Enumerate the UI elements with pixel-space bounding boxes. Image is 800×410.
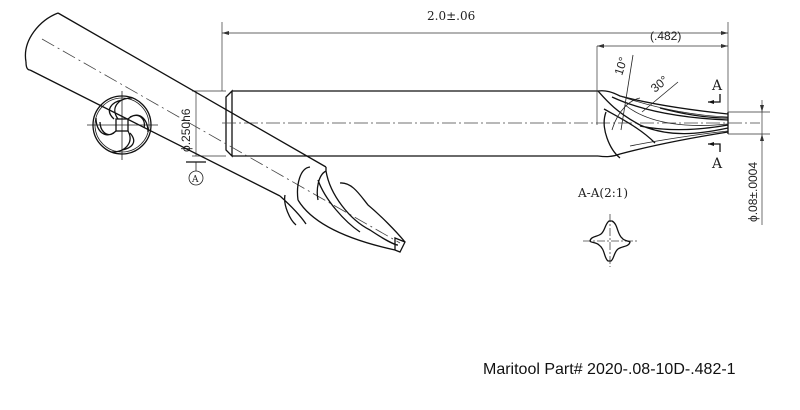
shank-outline [225, 89, 598, 158]
dimension-tip-diameter: ϕ.08±.0004 [728, 100, 770, 225]
iso-shank-outline [24, 12, 327, 197]
flute-edge-lines [619, 95, 729, 147]
section-markers: A A [708, 78, 723, 172]
datum-label: A [191, 175, 199, 185]
section-view: A-A(2:1) [577, 186, 637, 267]
end-view [87, 91, 158, 160]
isometric-view [24, 12, 406, 253]
section-marker-bottom: A [711, 156, 723, 172]
flute-length-label: (.482) [650, 29, 681, 43]
end-view-flutes [95, 97, 149, 153]
angle-10-label: 10° [612, 55, 631, 77]
section-profile [589, 220, 631, 262]
section-marker-top: A [711, 78, 723, 94]
section-title: A-A(2:1) [577, 186, 628, 200]
flute-profile [597, 90, 729, 159]
dimension-overall-length: 2.0±.06 [221, 9, 729, 112]
dimension-shank-diameter: ϕ.250h6 A [179, 90, 226, 186]
dimension-flute-length: (.482) [596, 29, 728, 125]
part-number-caption: Maritool Part# 2020-.08-10D-.482-1 [483, 361, 736, 378]
tip-diameter-label: ϕ.08±.0004 [746, 162, 760, 222]
side-view [222, 89, 760, 159]
shank-diameter-label: ϕ.250h6 [179, 108, 193, 152]
iso-flutes [279, 166, 406, 253]
angle-30-label: 30° [648, 73, 671, 96]
overall-length-label: 2.0±.06 [427, 9, 475, 23]
